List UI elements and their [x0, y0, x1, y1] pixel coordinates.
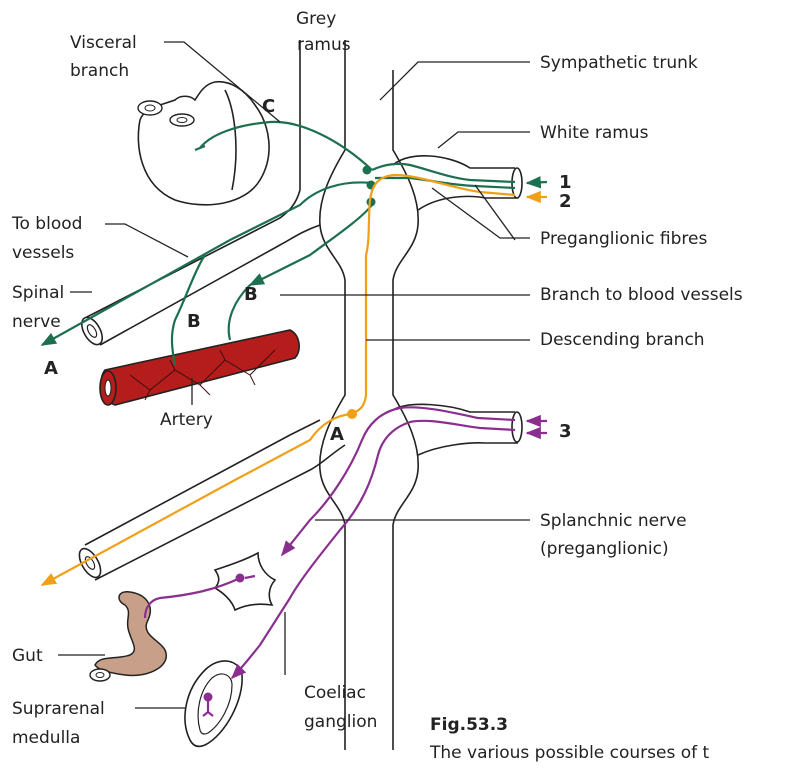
label-to-blood-2: vessels: [12, 243, 74, 263]
label-suprarenal-2: medulla: [12, 728, 80, 748]
coeliac-ganglion-illustration: [215, 553, 275, 610]
caption-title: Fig.53.3: [430, 715, 508, 735]
label-gut: Gut: [12, 646, 43, 666]
label-descending-branch: Descending branch: [540, 330, 705, 350]
gut-illustration: [90, 592, 166, 681]
label-splanchnic-1: Splanchnic nerve: [540, 511, 687, 531]
figure-caption: Fig.53.3 The various possible courses of…: [429, 715, 710, 763]
label-grey-ramus-2: ramus: [297, 35, 351, 55]
label-white-ramus: White ramus: [540, 123, 649, 143]
fibre-number-labels: 1 2 3: [559, 172, 572, 442]
label-sympathetic-trunk: Sympathetic trunk: [540, 53, 698, 73]
label-to-blood-1: To blood: [11, 214, 82, 234]
label-artery: Artery: [160, 410, 213, 430]
label-suprarenal-1: Suprarenal: [12, 699, 105, 719]
label-coeliac-1: Coeliac: [304, 683, 366, 703]
label-splanchnic-2: (preganglionic): [540, 539, 669, 559]
pathway-letter-b-right: B: [244, 284, 258, 305]
suprarenal-illustration: [185, 661, 242, 746]
label-visceral-2: branch: [70, 61, 129, 81]
pathway-letter-a-lower: A: [330, 424, 344, 445]
fibre-number-1: 1: [559, 172, 572, 193]
sympathetic-trunk: [320, 40, 418, 750]
green-pathway: [42, 122, 547, 365]
artery-illustration: [100, 330, 299, 405]
upper-ramus-tube: [393, 156, 522, 210]
caption-text: The various possible courses of t: [429, 743, 710, 763]
fibre-number-3: 3: [559, 421, 572, 442]
label-spinal-1: Spinal: [12, 283, 64, 303]
label-visceral-1: Visceral: [70, 33, 137, 53]
fibre-number-2: 2: [559, 191, 572, 212]
label-spinal-2: nerve: [12, 312, 61, 332]
label-coeliac-2: ganglion: [304, 712, 377, 732]
label-branch-to-blood-vessels: Branch to blood vessels: [540, 285, 743, 305]
label-preganglionic-fibres: Preganglionic fibres: [540, 229, 707, 249]
label-grey-ramus-1: Grey: [296, 9, 336, 29]
pathway-letter-b-left: B: [187, 311, 201, 332]
pathway-letter-c: C: [262, 96, 275, 117]
pathway-letter-a-upper: A: [44, 358, 58, 379]
